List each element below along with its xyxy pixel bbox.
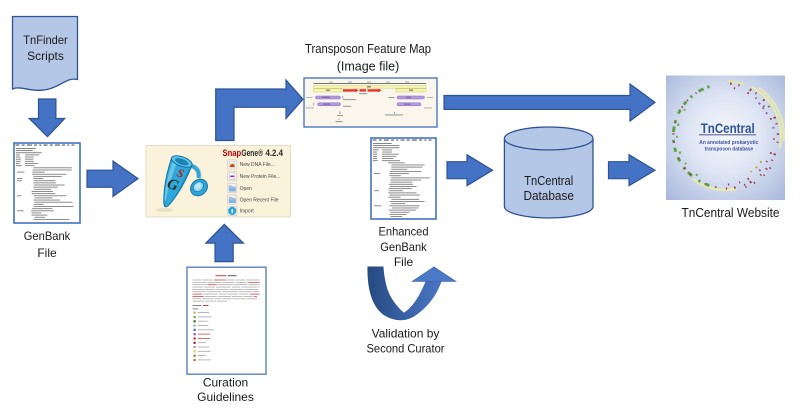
svg-text:Open: Open: [240, 186, 252, 192]
svg-text:TnCentral: TnCentral: [524, 174, 573, 188]
svg-text:G: G: [165, 176, 181, 195]
svg-text:Database: Database: [523, 189, 574, 203]
svg-text:Curation: Curation: [203, 376, 248, 390]
svg-text:(Image file): (Image file): [337, 60, 400, 74]
svg-text:File: File: [37, 246, 57, 260]
svg-text:An annotated prokaryotic: An annotated prokaryotic: [699, 140, 758, 146]
svg-text:Validation by: Validation by: [372, 327, 440, 341]
svg-text:Scripts: Scripts: [27, 49, 64, 63]
svg-text:Guidelines: Guidelines: [197, 390, 254, 404]
svg-text:Import: Import: [240, 209, 255, 215]
svg-text:TnCentral Website: TnCentral Website: [682, 205, 780, 220]
svg-text:Second Curator: Second Curator: [367, 342, 445, 356]
svg-text:TnCentral: TnCentral: [701, 121, 755, 136]
svg-text:GenBank: GenBank: [380, 240, 427, 254]
svg-text:New DNA File...: New DNA File...: [240, 162, 275, 168]
svg-text:Transposon Feature Map: Transposon Feature Map: [305, 42, 431, 56]
svg-text:Open Recent File: Open Recent File: [240, 197, 279, 203]
svg-text:GenBank: GenBank: [24, 229, 71, 243]
svg-text:S: S: [175, 166, 186, 182]
svg-text:transposon database: transposon database: [705, 147, 754, 153]
svg-text:TnFinder: TnFinder: [23, 33, 68, 47]
svg-text:File: File: [394, 255, 414, 269]
svg-text:New Protein File...: New Protein File...: [240, 174, 281, 180]
svg-text:SnapGene®4.2.4: SnapGene®4.2.4: [223, 148, 284, 158]
svg-text:Enhanced: Enhanced: [379, 225, 429, 239]
